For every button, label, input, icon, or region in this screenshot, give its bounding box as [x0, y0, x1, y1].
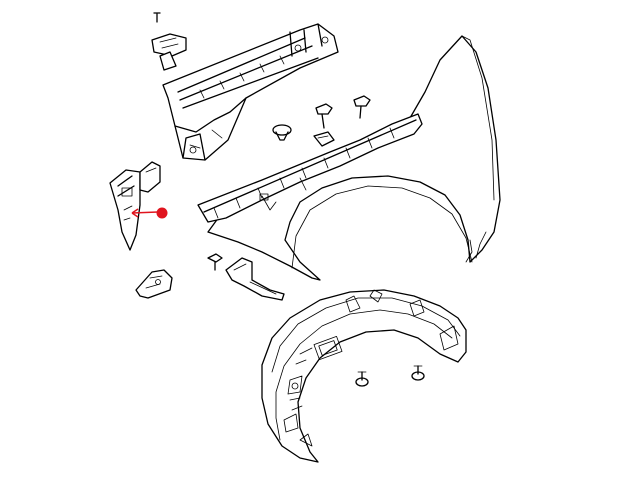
- small-support-bracket: [225, 257, 285, 301]
- push-pin-fastener: [411, 365, 425, 381]
- fender-end-bracket: [109, 161, 161, 251]
- clip-nut: [313, 131, 335, 147]
- push-pin-fastener: [355, 371, 369, 387]
- callout-marker: [131, 207, 168, 219]
- fender-support-rail: [197, 113, 423, 223]
- upper-rail-bracket: [151, 12, 339, 161]
- screw: [353, 95, 371, 119]
- bolt: [315, 103, 333, 129]
- lower-mount-bracket: [135, 269, 173, 299]
- wheelhouse-liner: [261, 289, 467, 463]
- callout-dot: [156, 207, 168, 219]
- push-pin-fastener: [272, 124, 292, 141]
- bolt: [207, 253, 223, 271]
